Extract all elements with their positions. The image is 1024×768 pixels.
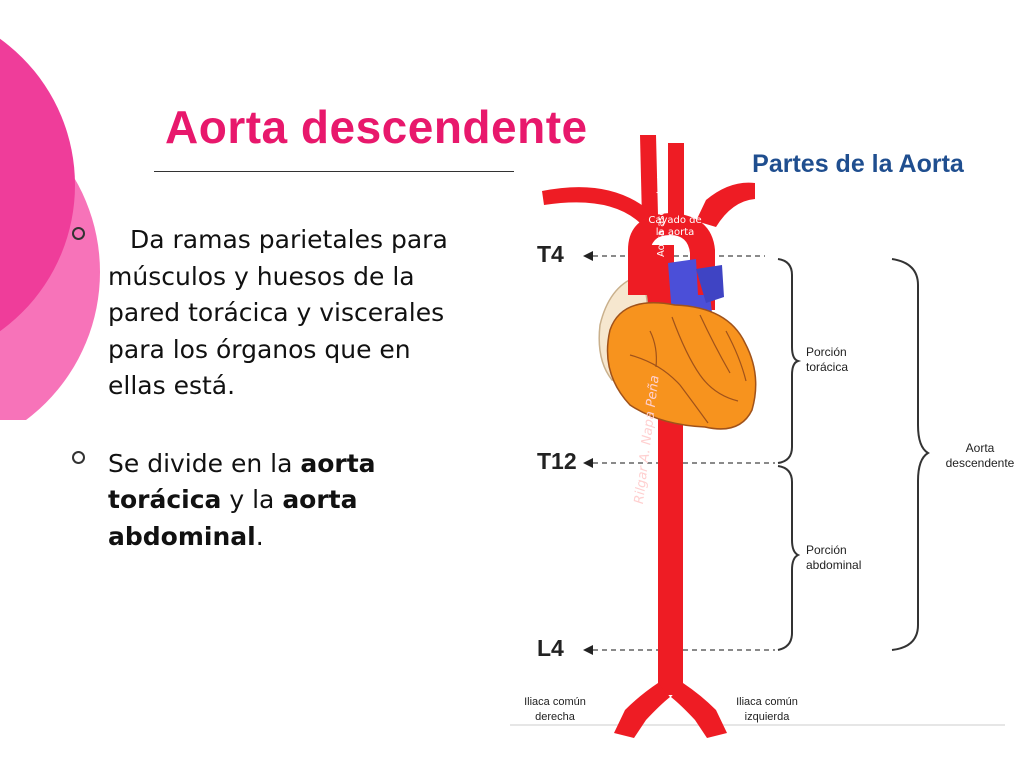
abdominal-portion-label: Porción abdominal [806,543,862,572]
bullet-text: Da ramas parietales para músculos y hues… [108,225,448,400]
iliac-left-label: Iliaca común izquierda [736,696,798,723]
bullet-text-mid: y la [221,485,283,514]
bullet-circle-icon [72,450,85,464]
bullet-bold-abdominal: aorta abdominal [108,485,358,551]
arch-label: Cayado de la aorta [648,215,702,238]
diagram-title: Partes de la Aorta [752,150,964,178]
decorative-circles [0,38,100,420]
vertebra-l4-label: L4 [537,635,564,661]
vertebra-t12-label: T12 [537,448,577,474]
iliac-right-label: Iliaca común derecha [524,696,586,723]
slide-title: Aorta descendente [165,101,588,153]
vertebra-t4-label: T4 [537,241,564,267]
aorta-illustration [510,135,1005,738]
thoracic-portion-label: Porción torácica [806,345,849,374]
ascending-aorta-label: Aorta ascendente [656,168,667,257]
bullet-text-post: . [255,521,264,551]
bullet-item: Se divide en la aorta torácica y la aort… [64,446,464,556]
title-underline [154,171,514,172]
bullet-circle-icon [72,227,85,240]
descending-aorta-label: Aorta descendente [945,441,1015,470]
aorta-diagram: Partes de la Aorta T4 T12 L4 Cayado de l… [500,135,1024,740]
bullet-bold-thoracic: aorta torácica [108,448,376,515]
bullet-item: Da ramas parietales para músculos y hues… [64,222,464,405]
bullet-text-pre: Se divide en la [108,448,301,478]
bullet-list: Da ramas parietales para músculos y hues… [64,222,464,555]
